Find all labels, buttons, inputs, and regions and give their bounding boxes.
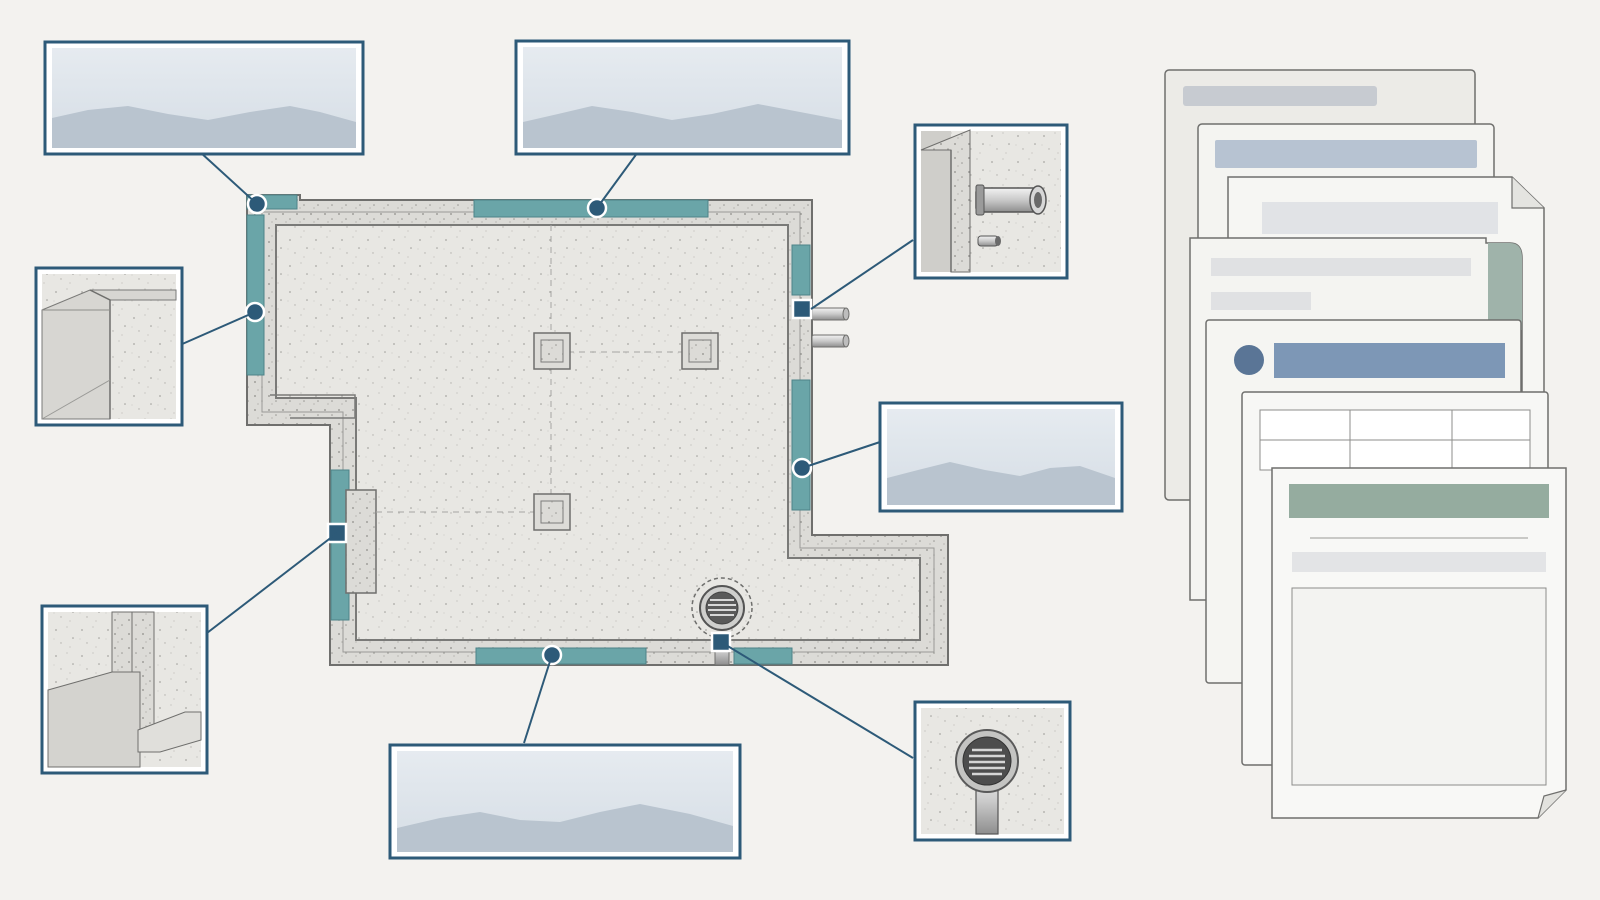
waterproofing-west — [246, 214, 265, 376]
pipe-upper — [811, 307, 847, 321]
column-2-inner — [688, 339, 712, 363]
callout-northwest-corner — [43, 40, 365, 156]
grid-lines — [376, 225, 682, 515]
waterproofing-east-upper — [791, 244, 811, 296]
callout-north-wall — [514, 39, 851, 156]
waterproofing-south-east — [733, 647, 793, 665]
report-icon — [1271, 467, 1567, 819]
columns — [533, 332, 719, 531]
pipe-lower — [811, 334, 847, 348]
callout-floor-drain — [913, 700, 1072, 842]
foundation-plan — [244, 193, 949, 666]
callout-east-wall — [878, 401, 1124, 513]
pipe-penetrations — [811, 307, 850, 348]
marker-pipe — [791, 298, 813, 320]
column-1-inner — [540, 339, 564, 363]
callout-south-wall — [388, 743, 742, 860]
floor-drain — [691, 577, 753, 666]
foundation-slab — [275, 224, 921, 641]
column-3-inner — [540, 500, 564, 524]
west-pilaster — [345, 489, 377, 594]
leader-lines — [179, 151, 914, 759]
notch-detail — [270, 394, 356, 419]
callout-wall-step — [40, 604, 209, 775]
mountain-icon — [52, 106, 356, 148]
mountain-icon — [523, 104, 842, 148]
mountain-icon — [397, 804, 733, 852]
callout-west-wall-corner — [34, 266, 184, 427]
callout-pipe-penetration — [913, 123, 1069, 280]
document-stack — [1164, 69, 1567, 819]
mountain-icon — [887, 462, 1115, 505]
wall-inner-line — [261, 211, 935, 653]
waterproofing-east — [791, 379, 811, 511]
